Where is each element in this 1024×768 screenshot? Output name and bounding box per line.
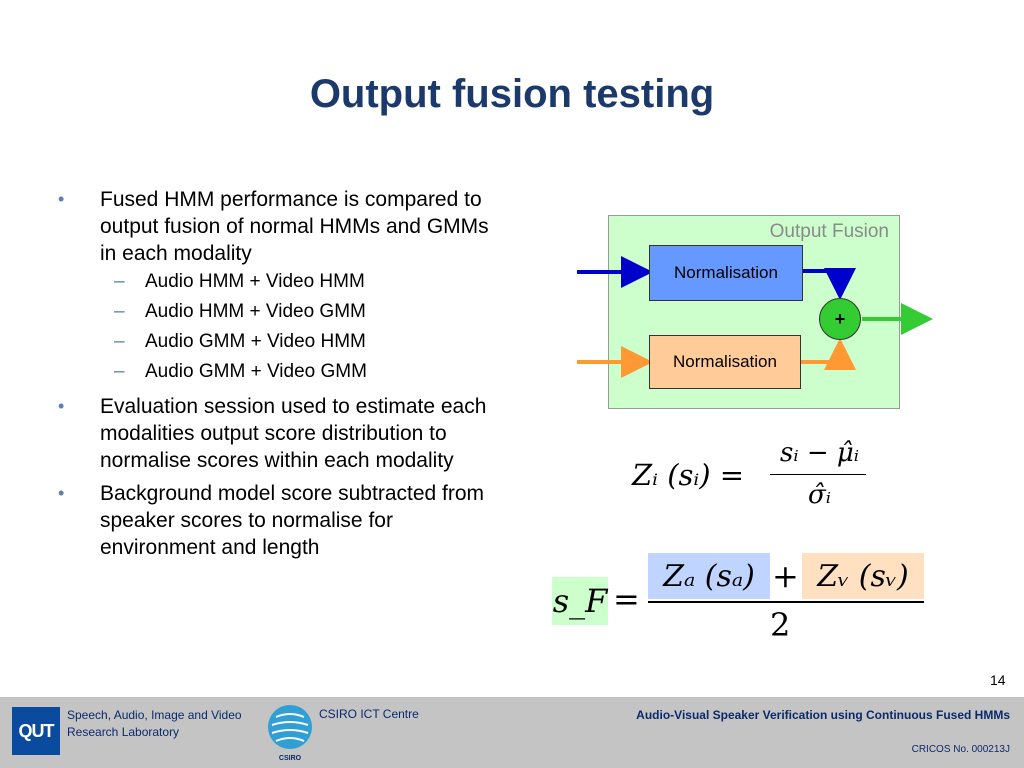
equation-lhs: Zᵢ (sᵢ) = — [632, 458, 745, 492]
output-fusion-diagram: Output Fusion Normalisation Normalisatio… — [575, 212, 945, 412]
bullet-list: • Fused HMM performance is compared to o… — [58, 186, 498, 561]
dash-icon: – — [114, 301, 125, 322]
normalisation-equation: Zᵢ (sᵢ) = sᵢ − μ̂ᵢ σ̂ᵢ — [632, 438, 882, 516]
bullet-dot-icon: • — [58, 189, 65, 209]
audio-to-sum-arrow — [803, 268, 856, 300]
bullet-item: • Fused HMM performance is compared to o… — [58, 186, 498, 267]
sub-bullet-item: – Audio HMM + Video HMM — [58, 267, 498, 297]
bullet-dot-icon: • — [58, 483, 65, 503]
bullet-text: Fused HMM performance is compared to out… — [100, 188, 489, 265]
bullet-item: • Background model score subtracted from… — [58, 480, 498, 561]
cricos-number: CRICOS No. 000213J — [911, 744, 1010, 755]
bullet-dot-icon: • — [58, 396, 65, 416]
fused-score-term: s_F — [552, 577, 608, 625]
sub-bullet-text: Audio HMM + Video GMM — [145, 301, 366, 322]
bullet-text: Background model score subtracted from s… — [100, 482, 485, 559]
fusion-equation: s_F = Zₐ (sₐ) + Zᵥ (sᵥ) 2 — [550, 550, 930, 650]
equation-denominator: 2 — [770, 606, 791, 644]
plus-sign: + — [772, 557, 799, 595]
bullet-text: Evaluation session used to estimate each… — [100, 395, 487, 472]
dash-icon: – — [114, 331, 125, 352]
sub-bullet-item: – Audio HMM + Video GMM — [58, 297, 498, 327]
video-score-term: Zᵥ (sᵥ) — [802, 553, 924, 599]
sub-bullet-text: Audio HMM + Video HMM — [145, 271, 365, 292]
csiro-logo: CSIRO — [268, 705, 312, 762]
sum-node: + — [819, 298, 861, 340]
bullet-item: • Evaluation session used to estimate ea… — [58, 393, 498, 474]
sub-bullet-item: – Audio GMM + Video HMM — [58, 327, 498, 357]
footer-bar: QUT Speech, Audio, Image and Video Resea… — [0, 697, 1024, 768]
qut-logo: QUT — [12, 707, 60, 755]
fraction-bar — [648, 601, 924, 603]
diagram-arrows — [577, 256, 933, 378]
fusion-box-label: Output Fusion — [769, 221, 889, 242]
equation-numerator: sᵢ − μ̂ᵢ — [779, 438, 859, 468]
sub-bullet-text: Audio GMM + Video GMM — [145, 361, 367, 382]
page-number: 14 — [990, 672, 1006, 688]
sub-bullet-item: – Audio GMM + Video GMM — [58, 357, 498, 387]
svg-text:CSIRO: CSIRO — [279, 755, 302, 762]
lab-name: Speech, Audio, Image and Video Research … — [67, 708, 242, 739]
equals-sign: = — [613, 580, 640, 618]
fraction-bar — [770, 474, 866, 475]
dash-icon: – — [114, 271, 125, 292]
presentation-title: Audio-Visual Speaker Verification using … — [636, 708, 1010, 722]
audio-score-term: Zₐ (sₐ) — [648, 553, 770, 599]
equation-denominator: σ̂ᵢ — [808, 480, 831, 510]
video-normalisation-block: Normalisation — [649, 335, 801, 389]
video-to-sum-arrow — [801, 338, 856, 370]
dash-icon: – — [114, 361, 125, 382]
slide-title: Output fusion testing — [309, 72, 715, 116]
sub-bullet-text: Audio GMM + Video HMM — [145, 331, 366, 352]
audio-normalisation-block: Normalisation — [649, 245, 803, 301]
csiro-name: CSIRO ICT Centre — [319, 707, 419, 721]
